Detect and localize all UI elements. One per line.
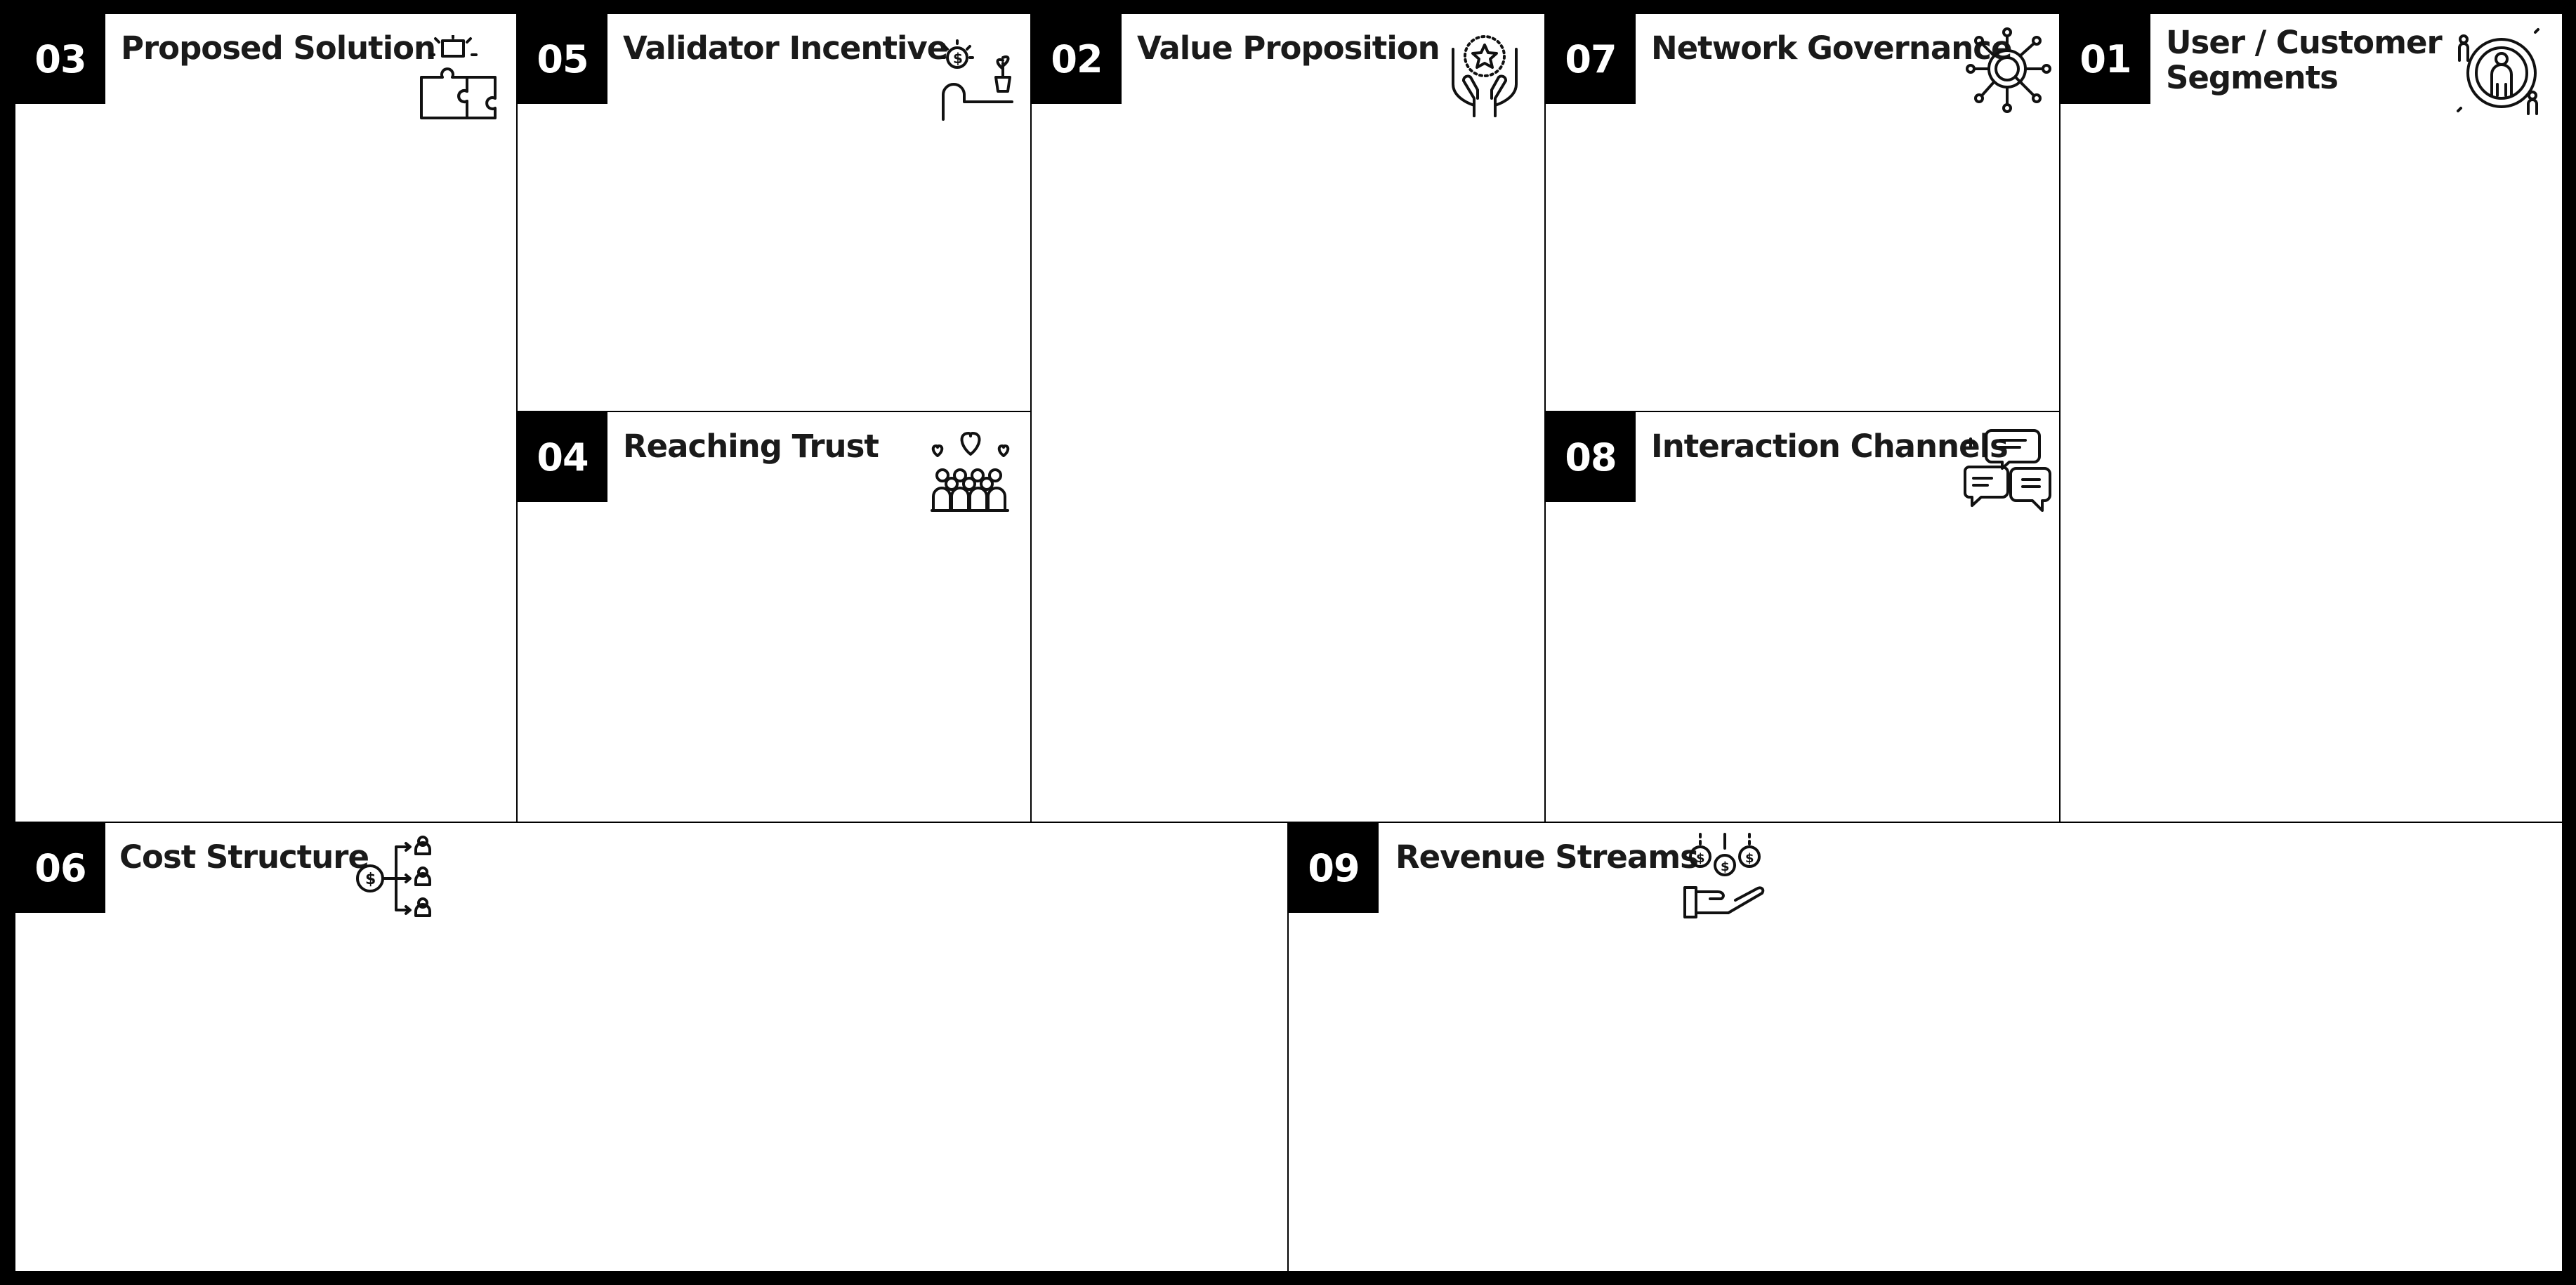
- block-number-badge: 02: [1032, 14, 1122, 104]
- block-number-badge: 05: [518, 14, 607, 104]
- block-network-governance[interactable]: 07 Network Governance: [1546, 14, 2059, 411]
- block-validator-incentive[interactable]: 05 Validator Incentive $: [518, 14, 1030, 411]
- block-value-proposition[interactable]: 02 Value Proposition: [1032, 14, 1544, 822]
- block-title: Proposed Solution: [121, 29, 436, 67]
- block-number-badge: 04: [518, 412, 607, 502]
- block-proposed-solution[interactable]: 03 Proposed Solution: [15, 14, 516, 822]
- hands-star-icon: [1439, 28, 1530, 119]
- target-person-icon: [2454, 25, 2545, 117]
- block-number-badge: 03: [15, 14, 105, 104]
- block-reaching-trust[interactable]: 04 Reaching Trust: [518, 412, 1030, 822]
- block-number-badge: 06: [15, 823, 105, 913]
- hand-coins-icon: $ $ $: [1679, 831, 1770, 923]
- block-number-badge: 01: [2061, 14, 2150, 104]
- block-title: Value Proposition: [1137, 29, 1440, 67]
- svg-text:$: $: [365, 871, 376, 888]
- puzzle-icon: [414, 35, 506, 126]
- block-revenue-streams[interactable]: 09 Revenue Streams $ $ $: [1289, 823, 2562, 1271]
- block-user-customer-segments[interactable]: 01 User / Customer Segments: [2061, 14, 2562, 822]
- block-title: Network Governance: [1651, 29, 2012, 67]
- money-plant-person-icon: $: [929, 35, 1020, 126]
- block-title: Reaching Trust: [623, 428, 879, 465]
- block-number-badge: 08: [1546, 412, 1636, 502]
- block-number-badge: 09: [1289, 823, 1379, 913]
- block-title: Cost Structure: [119, 838, 369, 876]
- svg-text:$: $: [1745, 851, 1754, 866]
- svg-text:$: $: [1721, 859, 1730, 874]
- block-title: Interaction Channels: [1651, 428, 2009, 465]
- cost-distribution-icon: $: [353, 833, 444, 924]
- block-cost-structure[interactable]: 06 Cost Structure $: [15, 823, 1287, 1271]
- block-title: Revenue Streams: [1395, 838, 1699, 876]
- network-magnifier-icon: [1964, 25, 2055, 117]
- svg-text:$: $: [953, 50, 963, 67]
- block-interaction-channels[interactable]: 08 Interaction Channels: [1546, 412, 2059, 822]
- block-number-badge: 07: [1546, 14, 1636, 104]
- svg-text:$: $: [1696, 851, 1705, 866]
- crowd-heart-icon: [925, 426, 1016, 518]
- block-title: Validator Incentive: [623, 29, 948, 67]
- block-title: User / Customer Segments: [2166, 24, 2443, 96]
- chat-bubbles-icon: [1964, 425, 2055, 516]
